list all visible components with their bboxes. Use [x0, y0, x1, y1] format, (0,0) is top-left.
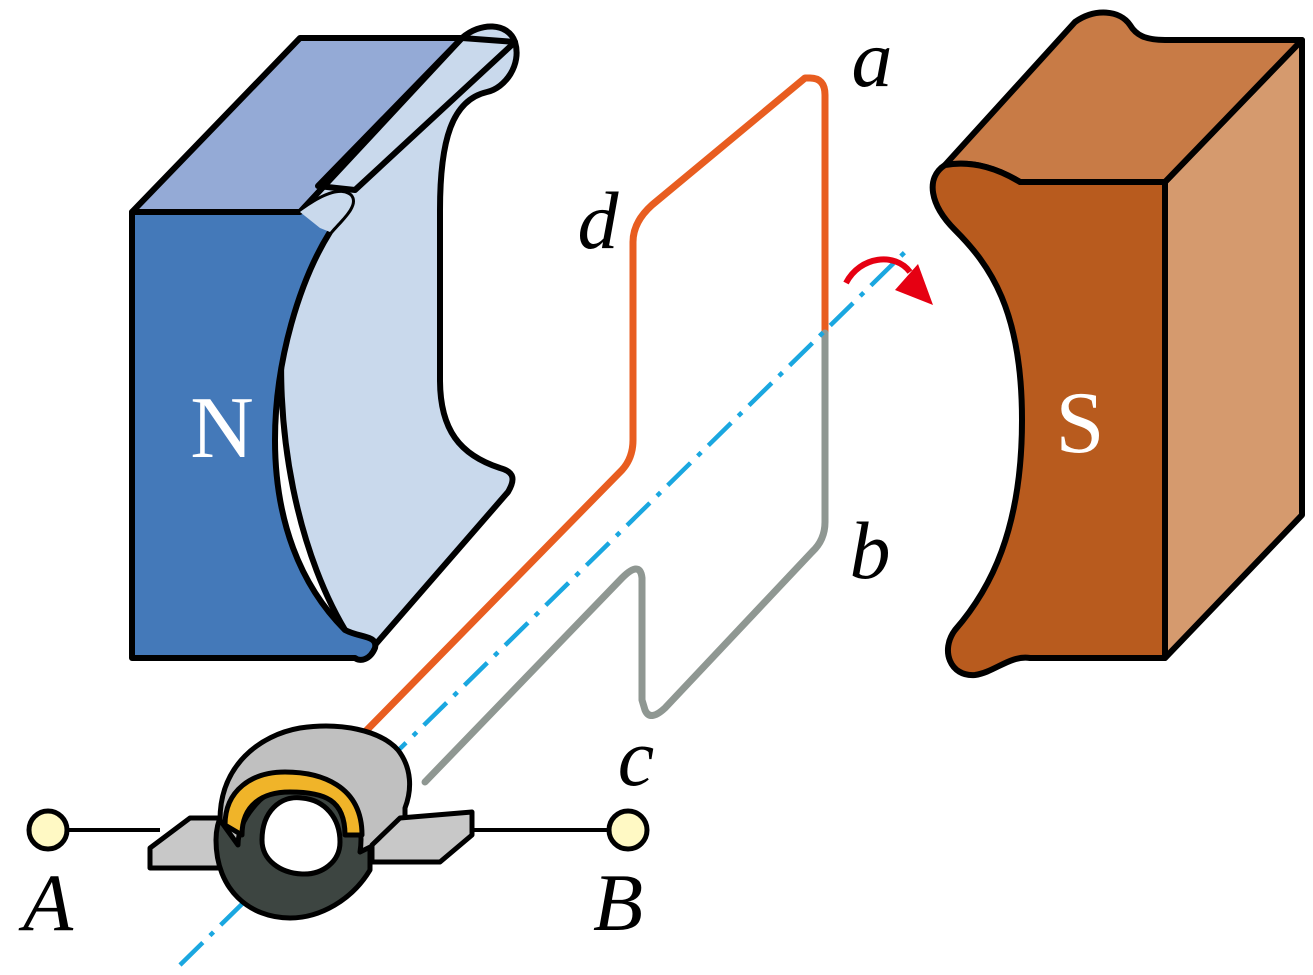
terminal-label-a: A — [18, 857, 74, 948]
south-pole-label: S — [1056, 375, 1105, 472]
slip-ring-assembly — [147, 723, 475, 921]
north-pole-label: N — [190, 380, 254, 477]
north-magnet — [129, 23, 520, 663]
north-magnet-top-strip — [315, 35, 518, 193]
corner-label-c: c — [618, 712, 654, 803]
south-magnet-front — [929, 160, 1168, 679]
south-magnet — [929, 9, 1305, 679]
corner-label-b: b — [850, 505, 891, 596]
north-magnet-pole-face — [278, 23, 520, 653]
coil-side-bc — [421, 329, 829, 786]
brush-right — [369, 809, 475, 865]
north-magnet-pole-lip — [300, 192, 352, 232]
curved-arrow-icon — [843, 256, 933, 305]
corner-label-d: d — [578, 175, 620, 266]
corner-label-a: a — [852, 13, 893, 104]
coil — [358, 74, 829, 786]
slip-ring-hole — [259, 795, 343, 877]
terminal-b — [606, 808, 650, 852]
coil-side-ad — [358, 74, 829, 739]
terminal-a — [26, 808, 70, 852]
terminal-label-b: B — [593, 857, 643, 948]
slip-ring-gold — [222, 769, 365, 838]
